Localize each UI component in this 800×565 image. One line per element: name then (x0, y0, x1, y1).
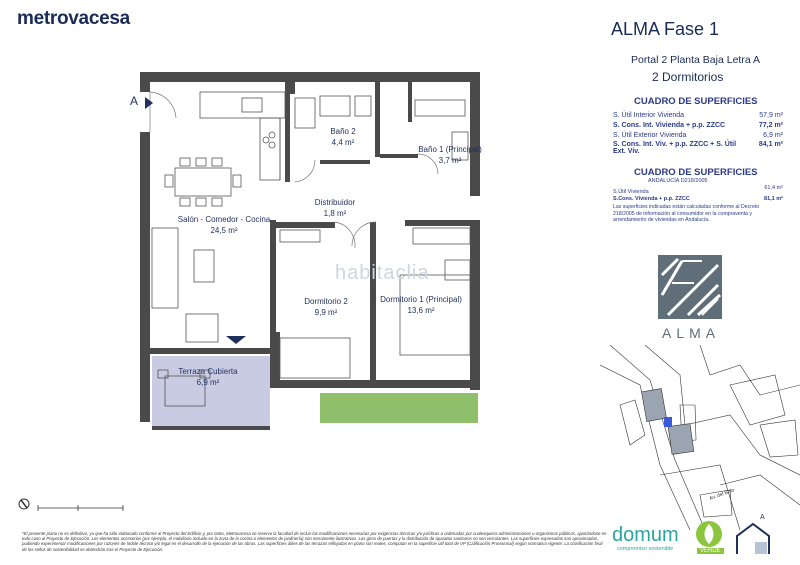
surface-row: S. Cons. Int. Viv. + p.p. ZZCC + S. Útil… (613, 141, 783, 155)
unit-bedrooms: 2 Dormitorios (652, 70, 724, 84)
floor-plan (140, 72, 480, 430)
unit-location: Portal 2 Planta Baja Letra A (631, 54, 760, 66)
room-label: Dormitorio 1 (Principal)13,6 m² (380, 295, 462, 315)
energy-rating: A (760, 514, 765, 521)
surfaces-andalucia-heading: CUADRO DE SUPERFICIES (634, 167, 758, 178)
covered-terrace-area (152, 356, 270, 430)
location-map: Av. del Bolo (600, 345, 800, 530)
unit-location-marker (664, 417, 672, 427)
entrance-arrow-icon (145, 97, 153, 109)
page-title: ALMA Fase 1 (611, 19, 720, 39)
surfaces-heading: CUADRO DE SUPERFICIES (634, 96, 758, 107)
surfaces-andalucia-subheading: ANDALUCÍA D218/2005 (648, 178, 708, 184)
domum-tagline: compromiso sostenible (617, 546, 674, 552)
entrance-label: A (130, 94, 139, 108)
garden-strip (320, 393, 478, 423)
watermark: habitaclia (335, 262, 430, 284)
surface-row: 61,4 m² (764, 185, 783, 191)
surfaces-note: Las superficies indicadas están calculad… (613, 204, 760, 223)
surface-row: S.Útil Vivienda (613, 189, 649, 195)
legal-disclaimer: *El presente plano no es definitivo, ya … (22, 531, 607, 552)
house-energy-icon (736, 522, 770, 554)
brand-logo: metrovacesa (17, 8, 130, 29)
alma-wordmark: ALMA (662, 325, 721, 341)
verde-leaf-icon (696, 521, 722, 547)
domum-logo: domum (612, 524, 679, 546)
alma-emblem-icon (658, 255, 722, 319)
verde-label: VERDE (697, 548, 724, 554)
room-label: Baño 1 (Principal)3,7 m² (418, 145, 482, 165)
entrance-marker-icon (226, 336, 246, 344)
compass-scale (18, 498, 124, 511)
